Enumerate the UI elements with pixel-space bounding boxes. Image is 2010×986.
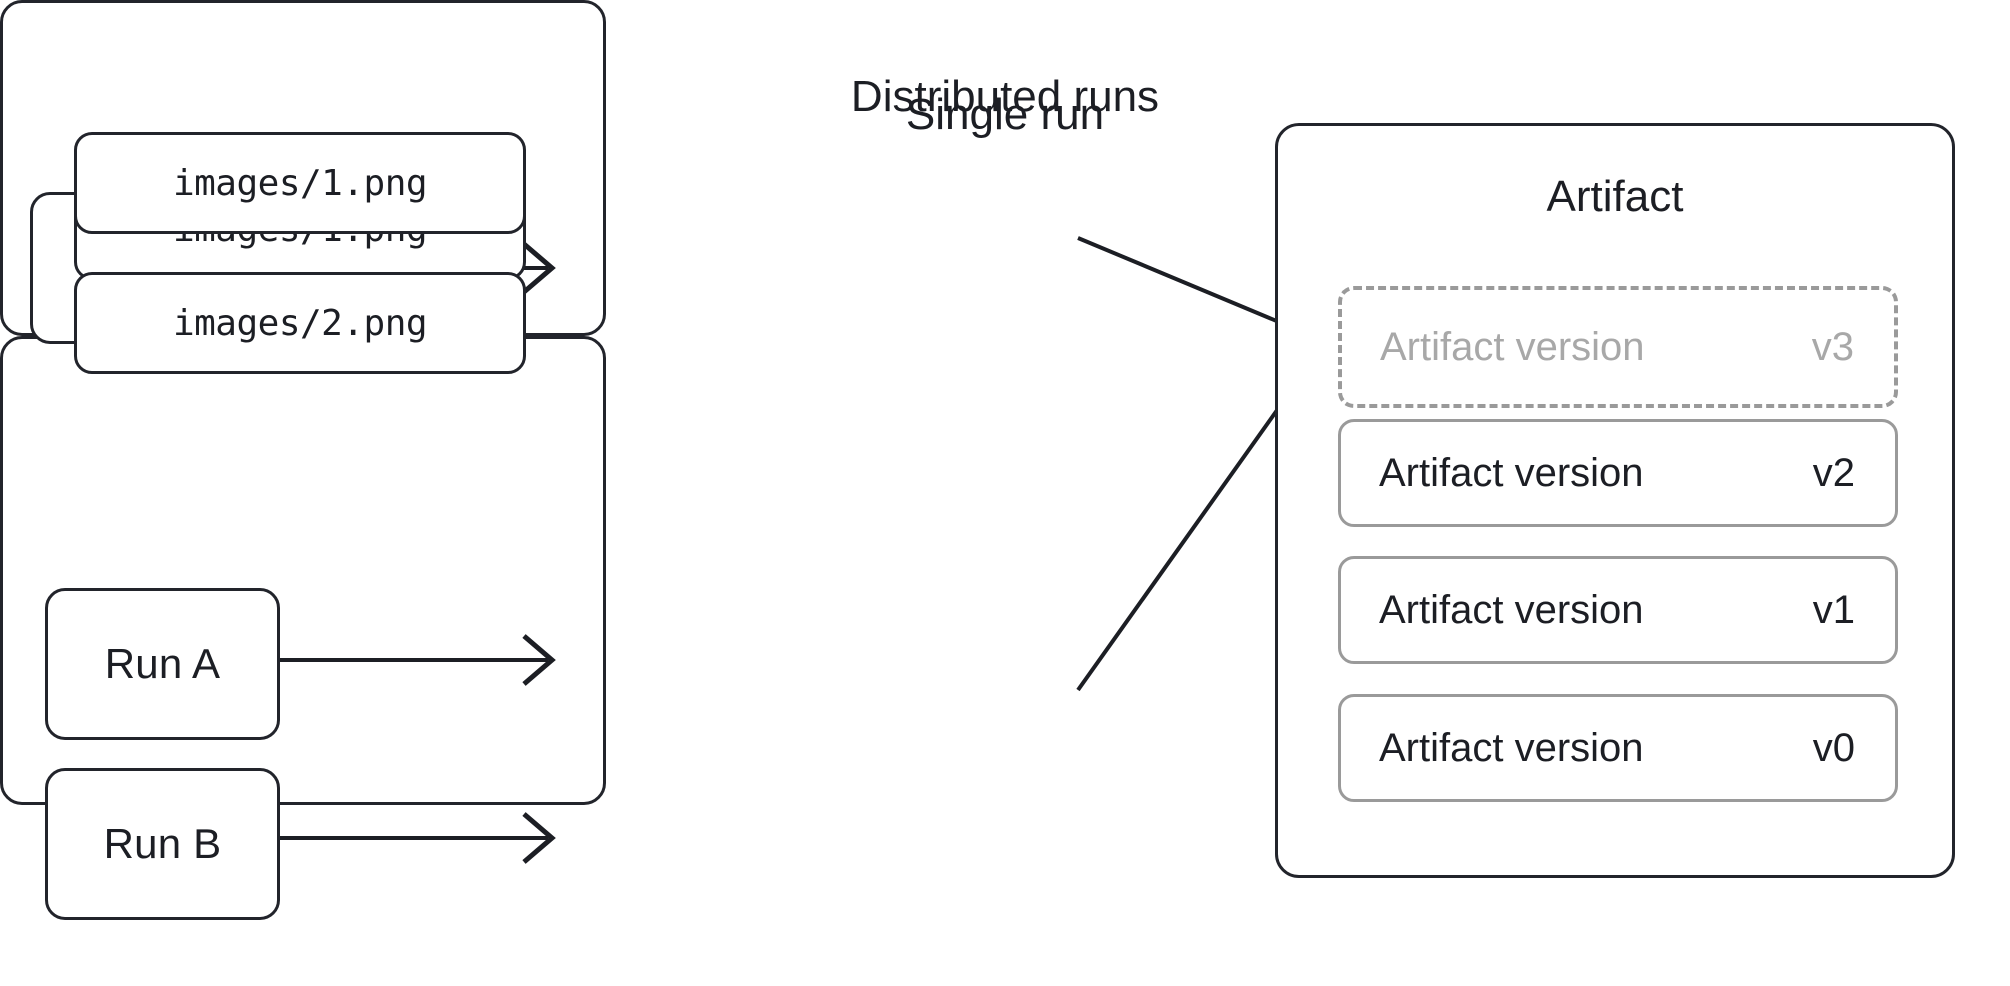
connector-runb-to-file2 [278, 812, 556, 864]
artifact-version-row-v0[interactable]: Artifact version v0 [1338, 694, 1898, 802]
artifact-panel-title: Artifact [1546, 172, 1684, 221]
group-distributed-runs: Distributed runs images/1.png images/2.p… [0, 72, 1159, 805]
group-distributed-runs-title: Distributed runs [850, 72, 1160, 121]
artifact-version-label: Artifact version [1379, 450, 1644, 495]
artifact-panel: Artifact Artifact version v3 Artifact ve… [1275, 123, 1955, 878]
artifact-version-number: v2 [1812, 450, 1855, 495]
artifact-version-row-v1[interactable]: Artifact version v1 [1338, 556, 1898, 664]
artifact-version-label: Artifact version [1379, 725, 1644, 770]
artifact-version-row-v3[interactable]: Artifact version v3 [1338, 286, 1898, 408]
run-node-label: Run B [103, 820, 222, 867]
artifact-version-row-v2[interactable]: Artifact version v2 [1338, 419, 1898, 527]
artifact-version-label: Artifact version [1380, 324, 1645, 369]
file-node-images-2-png[interactable]: images/2.png [74, 272, 526, 374]
artifact-version-number: v0 [1812, 725, 1855, 770]
file-node-images-1-png[interactable]: images/1.png [74, 132, 526, 234]
artifact-version-number: v1 [1812, 587, 1855, 632]
run-node-run-b[interactable]: Run B [45, 768, 280, 920]
artifact-version-label: Artifact version [1379, 587, 1644, 632]
run-node-label: Run A [104, 640, 221, 687]
group-single-run-title: Single run [905, 90, 1105, 139]
file-node-label: images/2.png [172, 302, 428, 344]
artifact-version-number: v3 [1811, 324, 1854, 369]
file-node-label: images/1.png [172, 162, 428, 204]
run-node-run-a[interactable]: Run A [45, 588, 280, 740]
